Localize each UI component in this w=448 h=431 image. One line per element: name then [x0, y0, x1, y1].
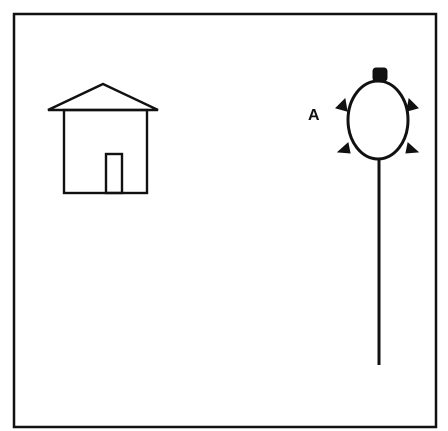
house-door — [106, 154, 122, 193]
turtle-shell — [348, 81, 408, 159]
turtle-leg-front-left — [336, 99, 347, 111]
turtle-leg-back-left — [338, 143, 350, 153]
house-roof — [48, 84, 158, 110]
house-icon — [48, 84, 158, 193]
turtle-leg-front-right — [407, 99, 418, 111]
turtle-icon — [336, 68, 418, 365]
turtle-leg-back-right — [406, 143, 418, 153]
turtle-head — [373, 68, 387, 81]
turtle-label: A — [308, 107, 320, 124]
